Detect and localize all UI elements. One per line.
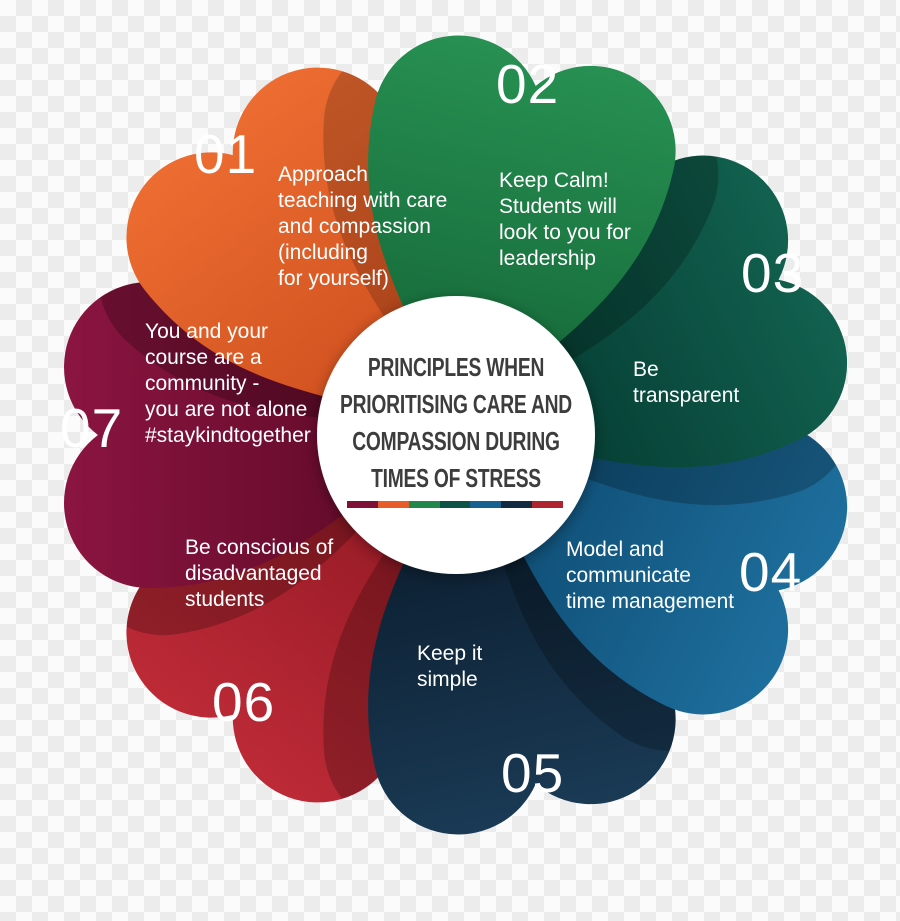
- petal-label-06: Be conscious of disadvantaged students: [185, 536, 334, 611]
- legend-bar-segment: [532, 501, 564, 508]
- legend-bar-segment: [408, 501, 440, 508]
- legend-bar-segment: [501, 501, 533, 508]
- petal-label-02: Keep Calm! Students will look to you for…: [499, 169, 631, 270]
- petal-number-05: 05: [501, 742, 565, 804]
- legend-bar-segment: [439, 501, 471, 508]
- petal-number-02: 02: [496, 53, 560, 115]
- legend-bar-segment: [347, 501, 378, 508]
- petal-number-01: 01: [194, 123, 258, 185]
- petal-label-04: Model and communicate time management: [566, 538, 735, 613]
- center-title: PRINCIPLES WHEN PRIORITISING CARE AND CO…: [340, 352, 572, 493]
- petal-label-05: Keep it simple: [417, 642, 483, 691]
- petal-number-04: 04: [739, 541, 803, 603]
- petal-number-03: 03: [741, 242, 805, 304]
- petal-number-06: 06: [212, 671, 276, 733]
- petal-label-03: Be transparent: [633, 358, 740, 407]
- legend-bar: [347, 501, 564, 508]
- petal-label-01: Approach teaching with care and compassi…: [278, 163, 448, 290]
- legend-bar-segment: [377, 501, 409, 508]
- petal-label-07: You and your course are a community - yo…: [145, 320, 311, 447]
- petal-number-07: 07: [60, 397, 124, 459]
- legend-bar-segment: [470, 501, 502, 508]
